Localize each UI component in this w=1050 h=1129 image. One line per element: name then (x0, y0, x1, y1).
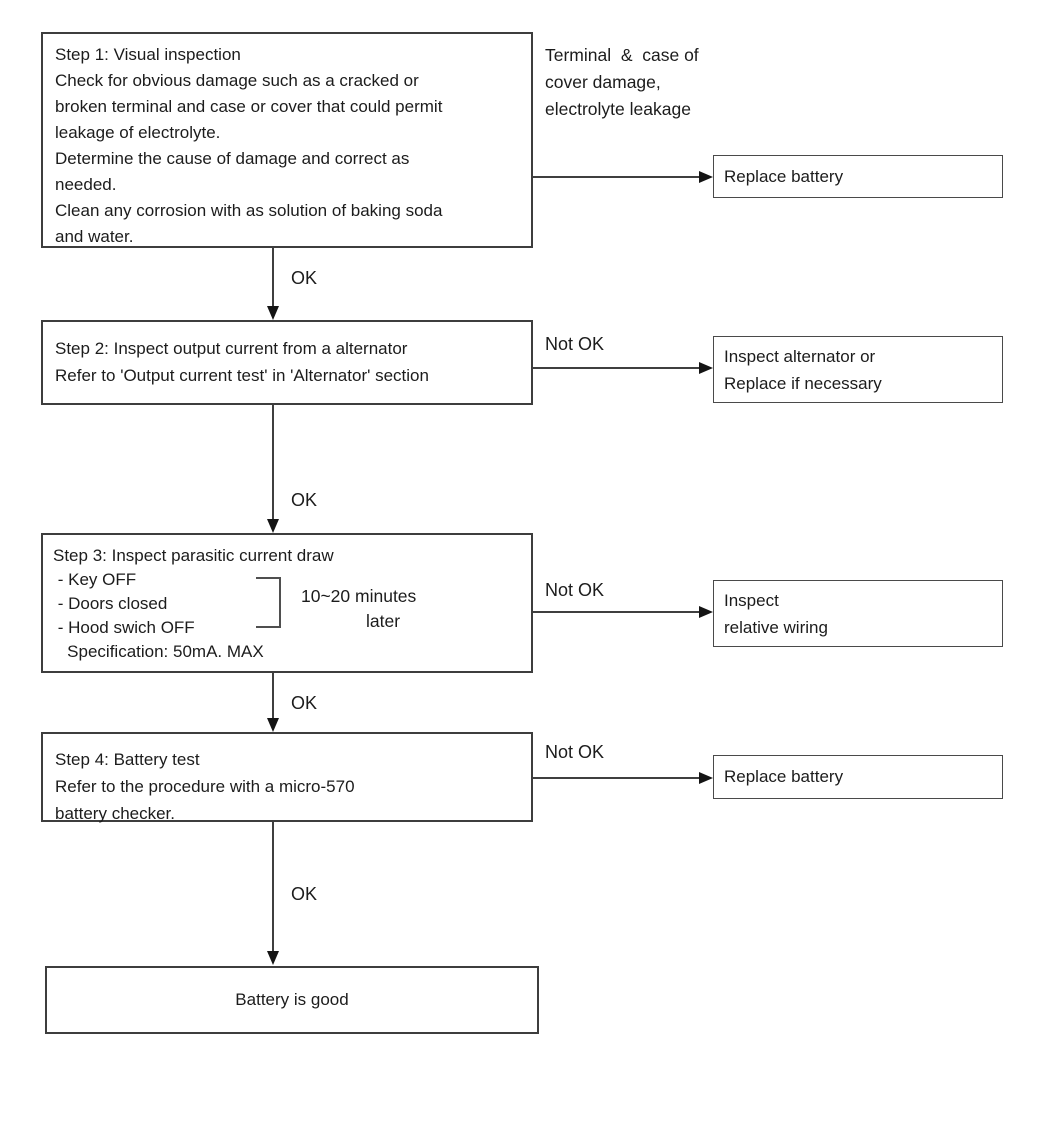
step1-line: and water. (55, 227, 134, 246)
arrowhead-down-icon (267, 718, 279, 732)
not-ok-label-1: Not OK (545, 334, 605, 354)
edge-step2-to-step3 (272, 405, 274, 519)
replace-battery-label: Replace battery (724, 167, 844, 186)
step1-line: Step 1: Visual inspection (55, 45, 241, 64)
step4-line: battery checker. (55, 804, 176, 823)
edge-step1-to-step2 (272, 248, 274, 306)
step3-line: - Doors closed (53, 594, 168, 613)
inspect-relative-wiring-box: Inspect relative wiring (713, 580, 1003, 647)
step1-visual-inspection-box: Step 1: Visual inspection Check for obvi… (41, 32, 533, 248)
step1-line: Clean any corrosion with as solution of … (55, 201, 443, 220)
arrowhead-right-icon (699, 362, 713, 374)
edge-step4-to-replace-battery (533, 777, 699, 779)
step1-line: Determine the cause of damage and correc… (55, 149, 410, 168)
step1-line: leakage of electrolyte. (55, 123, 221, 142)
step2-output-current-box: Step 2: Inspect output current from a al… (41, 320, 533, 405)
step3-line: - Key OFF (53, 570, 137, 589)
step1-line: needed. (55, 175, 117, 194)
terminal-damage-note-line: cover damage, (545, 72, 661, 92)
grouping-bracket (256, 577, 281, 628)
step3-line: Specification: 50mA. MAX (53, 642, 264, 661)
replace-battery-box-1: Replace battery (713, 155, 1003, 198)
arrowhead-right-icon (699, 772, 713, 784)
not-ok-label-2: Not OK (545, 580, 605, 600)
replace-battery-label: Replace battery (724, 767, 844, 786)
inspect-wiring-line: relative wiring (724, 618, 828, 637)
not-ok-label-3: Not OK (545, 742, 605, 762)
battery-is-good-box: Battery is good (45, 966, 539, 1034)
terminal-damage-note: Terminal & case of cover damage, electro… (545, 42, 699, 123)
terminal-damage-note-line: Terminal & case of (545, 45, 699, 65)
inspect-wiring-line: Inspect (724, 591, 779, 610)
step4-line: Refer to the procedure with a micro-570 (55, 777, 355, 796)
step3-line: Step 3: Inspect parasitic current draw (53, 546, 334, 565)
timing-note-line2: later (366, 611, 401, 631)
battery-is-good-label: Battery is good (235, 990, 349, 1009)
ok-label-2: OK (291, 490, 318, 510)
inspect-alternator-line: Replace if necessary (724, 374, 882, 393)
arrowhead-down-icon (267, 951, 279, 965)
arrowhead-right-icon (699, 606, 713, 618)
edge-step1-to-replace-battery (533, 176, 699, 178)
edge-step2-to-inspect-alternator (533, 367, 699, 369)
arrowhead-down-icon (267, 519, 279, 533)
inspect-alternator-box: Inspect alternator or Replace if necessa… (713, 336, 1003, 403)
edge-step4-to-final (272, 822, 274, 951)
ok-label-1: OK (291, 268, 318, 288)
inspect-alternator-line: Inspect alternator or (724, 347, 876, 366)
step2-line: Step 2: Inspect output current from a al… (55, 339, 408, 358)
replace-battery-box-2: Replace battery (713, 755, 1003, 799)
edge-step3-to-inspect-wiring (533, 611, 699, 613)
step3-parasitic-current-box: Step 3: Inspect parasitic current draw -… (41, 533, 533, 673)
step1-line: Check for obvious damage such as a crack… (55, 71, 419, 90)
ok-label-3: OK (291, 693, 318, 713)
arrowhead-down-icon (267, 306, 279, 320)
step4-battery-test-box: Step 4: Battery test Refer to the proced… (41, 732, 533, 823)
arrowhead-right-icon (699, 171, 713, 183)
step2-line: Refer to 'Output current test' in 'Alter… (55, 366, 429, 385)
step3-line: - Hood swich OFF (53, 618, 195, 637)
step4-line: Step 4: Battery test (55, 750, 200, 769)
timing-note-line1: 10~20 minutes (301, 586, 417, 606)
terminal-damage-note-line: electrolyte leakage (545, 99, 691, 119)
step1-line: broken terminal and case or cover that c… (55, 97, 443, 116)
ok-label-4: OK (291, 884, 318, 904)
edge-step3-to-step4 (272, 673, 274, 718)
